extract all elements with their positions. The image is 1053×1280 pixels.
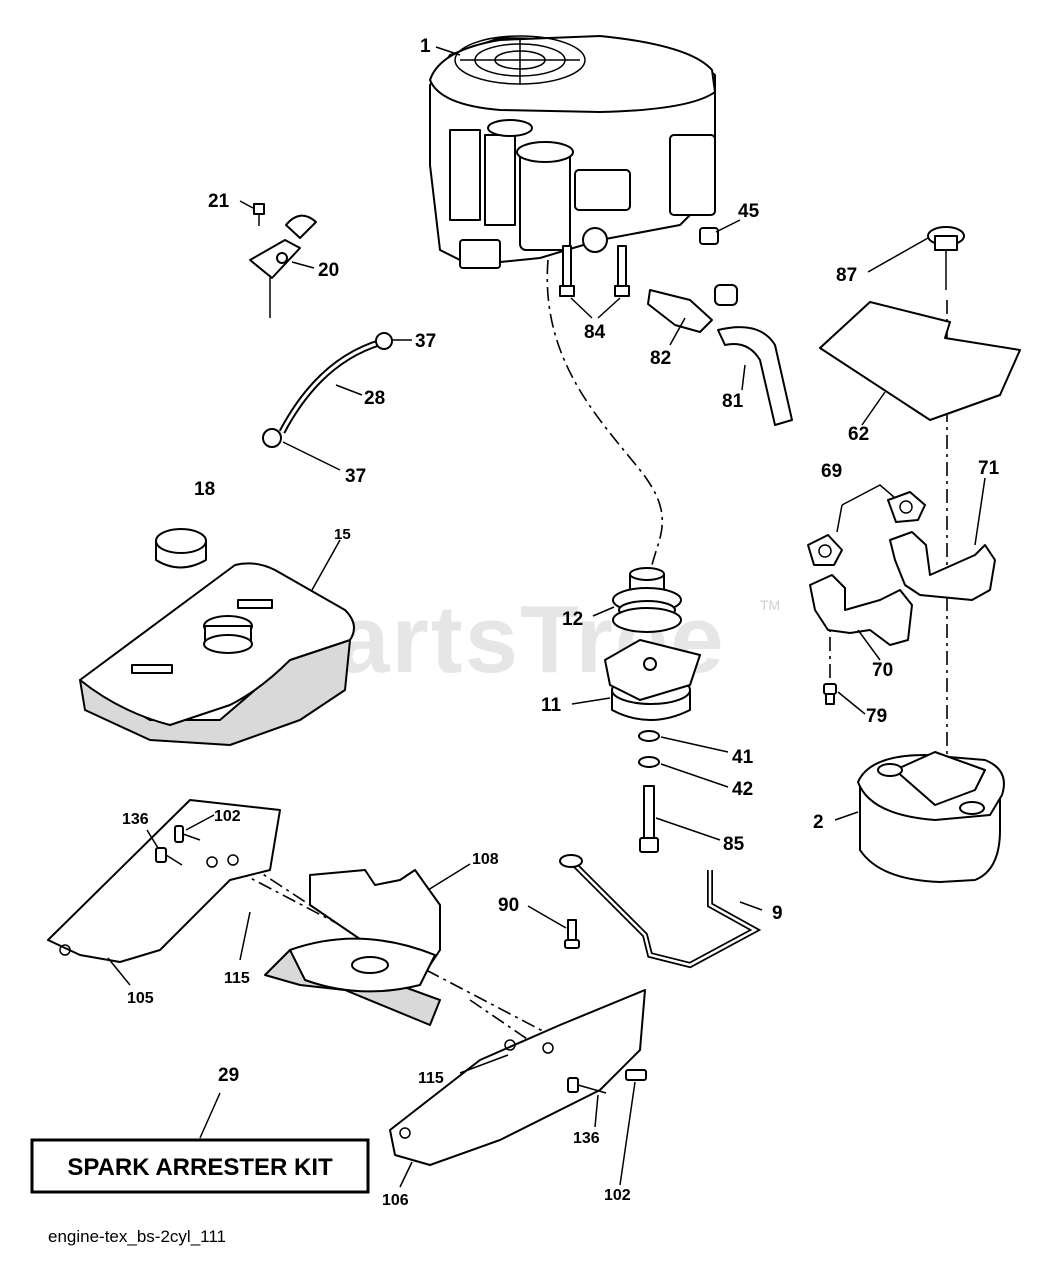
callout-115-left: 115 bbox=[224, 970, 250, 987]
frame-left-part bbox=[47, 799, 281, 963]
bolt-102-upper-part bbox=[174, 825, 201, 843]
callout-15: 15 bbox=[334, 526, 351, 543]
fuel-cap-part bbox=[155, 528, 207, 569]
exhaust-bolt-part bbox=[823, 683, 837, 705]
callout-90: 90 bbox=[498, 895, 519, 916]
clutch-part bbox=[604, 639, 701, 721]
callout-136-upper: 136 bbox=[122, 811, 149, 828]
fitting-part bbox=[647, 284, 738, 333]
callout-9: 9 bbox=[772, 903, 783, 924]
callout-62: 62 bbox=[848, 424, 869, 445]
rod-part-inner bbox=[569, 859, 758, 967]
callout-69: 69 bbox=[821, 461, 842, 482]
callout-37-lower: 37 bbox=[345, 466, 366, 487]
knob-part bbox=[927, 226, 965, 290]
watermark-tm: TM bbox=[760, 597, 780, 613]
rod-part bbox=[567, 857, 762, 969]
washer-upper-part bbox=[638, 730, 660, 742]
callout-136-lower: 136 bbox=[573, 1130, 600, 1147]
callout-2: 2 bbox=[813, 812, 824, 833]
callout-12: 12 bbox=[562, 609, 583, 630]
bolt-102-lower-part bbox=[625, 1069, 647, 1081]
pulley-part bbox=[612, 567, 682, 633]
nut-part bbox=[699, 227, 719, 245]
throttle-control-part bbox=[249, 203, 317, 318]
callout-70: 70 bbox=[872, 660, 893, 681]
callout-82: 82 bbox=[650, 348, 671, 369]
callout-45: 45 bbox=[738, 201, 760, 222]
callout-105: 105 bbox=[127, 990, 154, 1007]
callout-1: 1 bbox=[420, 36, 431, 57]
callout-106: 106 bbox=[382, 1192, 409, 1209]
washer-lower-part bbox=[638, 756, 660, 768]
clutch-bolt-part bbox=[639, 785, 659, 853]
gasket-upper-part bbox=[887, 491, 926, 523]
engine-shaft-centerline bbox=[546, 259, 664, 576]
gasket-left-part bbox=[807, 534, 843, 566]
callout-29: 29 bbox=[218, 1065, 239, 1086]
bolt-136-upper-part bbox=[155, 847, 183, 866]
rod-eye-part bbox=[559, 854, 583, 868]
callout-85: 85 bbox=[723, 834, 745, 855]
heat-shield-part bbox=[819, 301, 1021, 421]
bracket-left-centerline bbox=[179, 819, 311, 906]
callout-81: 81 bbox=[722, 391, 744, 412]
fuel-line-inner bbox=[280, 340, 383, 433]
callout-20: 20 bbox=[318, 260, 339, 281]
callout-108: 108 bbox=[472, 851, 499, 868]
callout-28: 28 bbox=[364, 388, 385, 409]
callout-37-upper: 37 bbox=[415, 331, 436, 352]
bolt-136-lower-part bbox=[567, 1077, 607, 1094]
rod-bolt-part bbox=[564, 919, 580, 949]
muffler-part bbox=[857, 751, 1005, 883]
callout-102-upper: 102 bbox=[214, 808, 241, 825]
callout-79: 79 bbox=[866, 706, 887, 727]
exhaust-pipe-right-part bbox=[889, 531, 996, 601]
callout-102-lower: 102 bbox=[604, 1187, 631, 1204]
callout-42: 42 bbox=[732, 779, 753, 800]
engine-part bbox=[429, 35, 716, 269]
clamp-lower-part bbox=[262, 428, 282, 448]
callout-71: 71 bbox=[978, 458, 1000, 479]
callout-18: 18 bbox=[194, 479, 215, 500]
bolt-pair-part bbox=[559, 245, 630, 297]
clamp-upper-part bbox=[375, 332, 393, 350]
callout-41: 41 bbox=[732, 747, 754, 768]
callout-87: 87 bbox=[836, 265, 857, 286]
callout-21: 21 bbox=[208, 191, 230, 212]
leader-lines bbox=[107, 46, 986, 1188]
mount-bracket-part bbox=[264, 869, 441, 1026]
callout-11: 11 bbox=[541, 695, 562, 716]
fuel-line-part bbox=[278, 338, 383, 434]
callout-labels: 1 21 20 45 87 84 82 37 28 81 62 37 18 15… bbox=[122, 36, 1000, 1209]
spark-arrester-kit-box bbox=[30, 1138, 370, 1194]
diagram-filename: engine-tex_bs-2cyl_111 bbox=[48, 1227, 226, 1246]
exhaust-pipe-left-part bbox=[809, 574, 913, 646]
callout-115-right: 115 bbox=[418, 1070, 444, 1087]
frame-right-part bbox=[389, 989, 646, 1166]
callout-84: 84 bbox=[584, 322, 606, 343]
spark-arrester-kit-label: SPARK ARRESTER KIT bbox=[67, 1154, 333, 1181]
hose-part bbox=[717, 326, 793, 426]
fuel-tank-part bbox=[79, 562, 355, 746]
